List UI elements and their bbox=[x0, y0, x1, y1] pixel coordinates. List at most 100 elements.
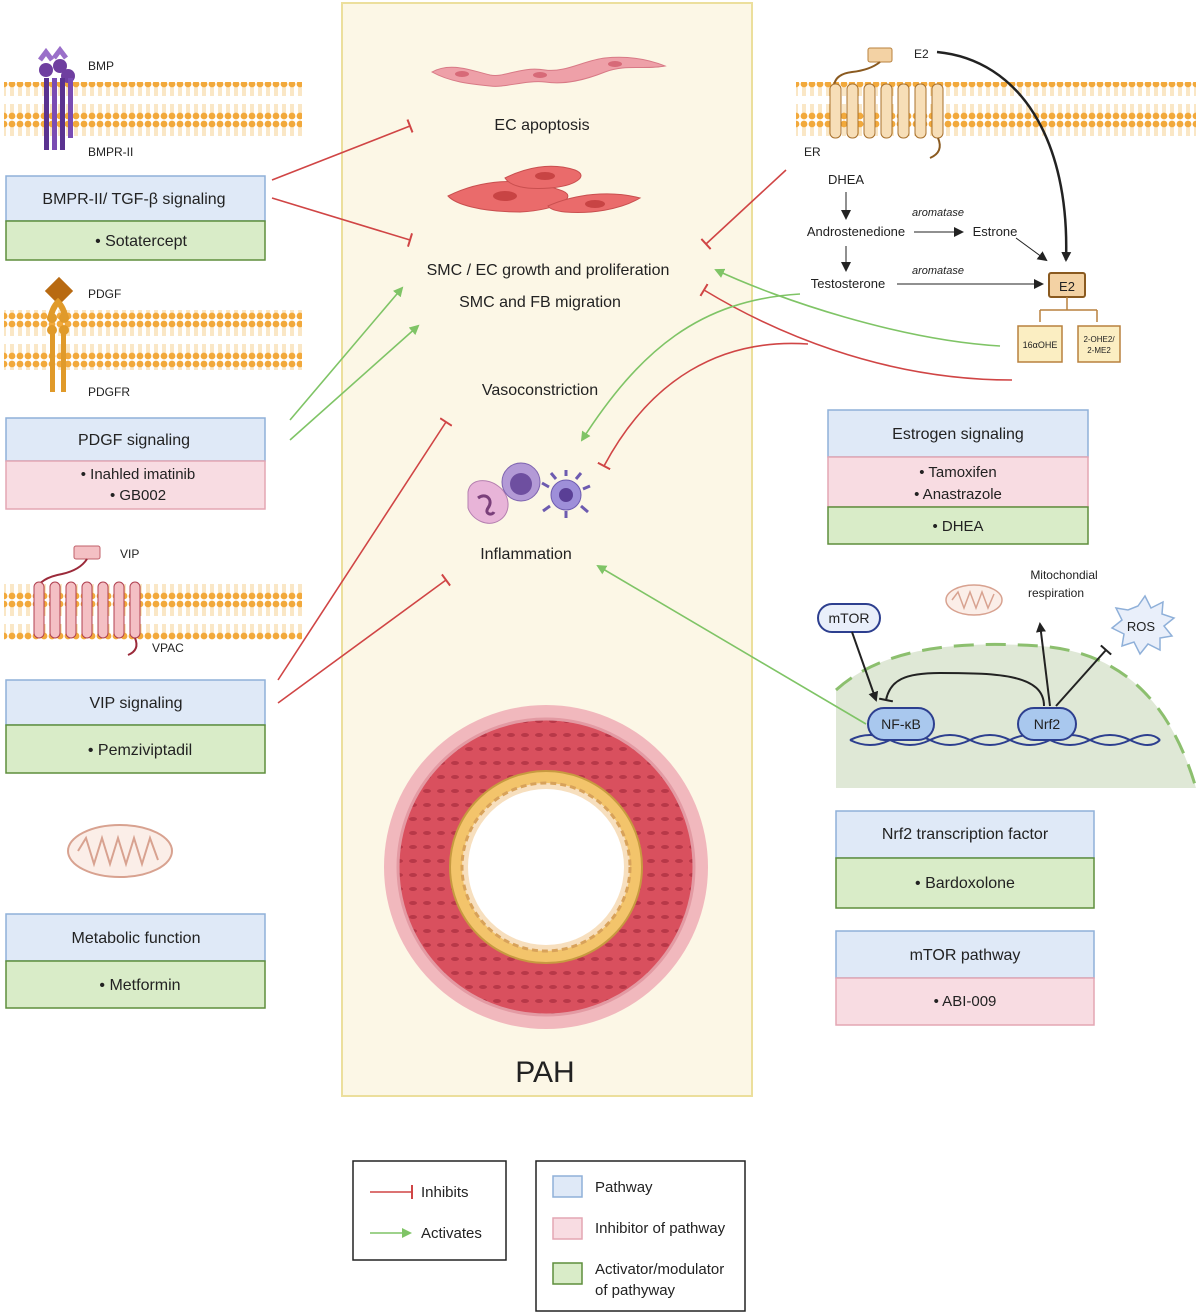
vasoconstriction-label: Vasoconstriction bbox=[482, 382, 598, 399]
legend-activates: Activates bbox=[421, 1225, 482, 1242]
pulmonary-artery-icon bbox=[384, 705, 708, 1029]
mtor-inhibitor-box bbox=[835, 977, 1095, 1026]
legend-arrows: Inhibits Activates bbox=[352, 1160, 507, 1261]
bmp-pathway-box bbox=[5, 175, 266, 222]
mtor-pathway-box bbox=[835, 930, 1095, 979]
ec-apoptosis-label: EC apoptosis bbox=[494, 117, 589, 134]
sotatercept-label: • Sotatercept bbox=[95, 233, 187, 250]
nfkb-activates-inflammation-arrow bbox=[596, 564, 867, 725]
mtor-label: mTOR bbox=[829, 610, 870, 626]
imatinib-label: • Inahled imatinib bbox=[81, 466, 196, 483]
legend-activator-2: of pathyway bbox=[595, 1282, 676, 1299]
bmp-activator-box bbox=[5, 220, 266, 261]
inflammatory-cells-icon bbox=[467, 462, 591, 524]
ros-burst-icon bbox=[1110, 594, 1176, 656]
pemziviptadil-label: • Pemziviptadil bbox=[88, 742, 192, 759]
pdgf-activates-growth-arrow bbox=[289, 286, 404, 421]
mtor-activates-nfkb-arrow bbox=[851, 631, 879, 702]
abi009-label: • ABI-009 bbox=[934, 993, 997, 1010]
dhea-drug-label: • DHEA bbox=[932, 518, 983, 535]
mitochondrion-icon bbox=[67, 824, 173, 878]
testosterone-label: Testosterone bbox=[811, 276, 885, 291]
er-inhibits-growth-arrow bbox=[700, 169, 787, 250]
membrane-vip bbox=[4, 582, 302, 640]
nfkb-label: NF-κB bbox=[881, 716, 921, 732]
16aohe-activates-growth-arrow bbox=[714, 268, 1001, 347]
bmp-inhibits-apoptosis-arrow bbox=[271, 119, 414, 181]
pdgf-label: PDGF bbox=[88, 287, 121, 301]
mitochondrial-label-1: Mitochondial bbox=[1030, 568, 1097, 582]
estrogen-inhibits-inflammation-arrow bbox=[597, 342, 809, 471]
mitochondrion-right-icon bbox=[945, 584, 1003, 616]
endothelial-cells-icon bbox=[430, 56, 667, 87]
bardoxolone-label: • Bardoxolone bbox=[915, 875, 1015, 892]
nrf2-pathway-box bbox=[835, 810, 1095, 859]
legend-pathway: Pathway bbox=[595, 1179, 653, 1196]
bmp-label: BMP bbox=[88, 59, 114, 73]
mitochondrial-label-2: respiration bbox=[1028, 586, 1084, 600]
metabolic-pathway-label: Metabolic function bbox=[72, 930, 201, 947]
vip-label: VIP bbox=[120, 547, 139, 561]
estrogen-inhibitor-box bbox=[827, 456, 1089, 508]
vpac-label: VPAC bbox=[152, 641, 184, 655]
nrf2-activator-box bbox=[835, 857, 1095, 909]
e2-top-label: E2 bbox=[914, 47, 929, 61]
e2-box-label: E2 bbox=[1059, 279, 1075, 294]
estrogen-pathway-box bbox=[827, 409, 1089, 458]
legend-inhibits: Inhibits bbox=[421, 1184, 469, 1201]
2me2-box bbox=[1077, 325, 1121, 363]
pah-title: PAH bbox=[515, 1056, 574, 1089]
16aohe-label: 16αOHE bbox=[1023, 340, 1058, 350]
estrogen-activator-box bbox=[827, 506, 1089, 545]
bmp-inhibits-growth-arrow bbox=[271, 197, 413, 247]
pdgf-inhibitor-box bbox=[5, 460, 266, 510]
nrf2-pathway-label: Nrf2 transcription factor bbox=[882, 826, 1049, 843]
ros-label: ROS bbox=[1127, 619, 1156, 634]
nrf2-inhibits-nfkb-arrow bbox=[878, 671, 1045, 707]
smooth-muscle-cells-icon bbox=[447, 165, 642, 213]
aromatase-label-2: aromatase bbox=[912, 265, 964, 277]
estrone-label: Estrone bbox=[973, 224, 1018, 239]
vip-inhibits-inflammation-arrow bbox=[277, 573, 451, 704]
metabolic-activator-box bbox=[5, 960, 266, 1009]
vip-pathway-label: VIP signaling bbox=[89, 695, 182, 712]
legend-activator-1: Activator/modulator bbox=[595, 1261, 724, 1278]
2me2-label-1: 2-OHE2/ bbox=[1083, 335, 1115, 344]
vip-activator-box bbox=[5, 724, 266, 774]
er-label: ER bbox=[804, 145, 821, 159]
gb002-label: • GB002 bbox=[110, 487, 166, 504]
16aohe-box bbox=[1017, 325, 1063, 363]
pdgf-pathway-box bbox=[5, 417, 266, 462]
2me2-label-2: 2-ME2 bbox=[1087, 346, 1111, 355]
nrf2-inhibits-ros-arrow bbox=[1055, 644, 1112, 707]
smc-growth-label: SMC / EC growth and proliferation bbox=[427, 262, 670, 279]
membrane-er bbox=[796, 82, 1196, 138]
pdgf-pathway-label: PDGF signaling bbox=[78, 432, 190, 449]
dhea-label: DHEA bbox=[828, 172, 864, 187]
metabolic-pathway-box bbox=[5, 913, 266, 962]
inflammation-label: Inflammation bbox=[480, 546, 572, 563]
tamoxifen-label: • Tamoxifen bbox=[919, 464, 997, 481]
nrf2-activates-mito-arrow bbox=[1036, 622, 1051, 707]
bmp-pathway-label: BMPR-II/ TGF-β signaling bbox=[42, 191, 225, 208]
estrogen-pathway-label: Estrogen signaling bbox=[892, 426, 1024, 443]
pdgf-activates-migration-arrow bbox=[289, 324, 420, 441]
nfkb-node bbox=[867, 707, 935, 741]
aromatase-label-1: aromatase bbox=[912, 207, 964, 219]
mtor-node bbox=[817, 603, 881, 633]
nrf2-node bbox=[1017, 707, 1077, 741]
estrogen-activates-inflammation-arrow bbox=[580, 293, 801, 442]
nrf2-label: Nrf2 bbox=[1034, 716, 1061, 732]
pdgfr-label: PDGFR bbox=[88, 385, 130, 399]
e2-to-receptor-arrow bbox=[936, 50, 1072, 262]
migration-label: SMC and FB migration bbox=[459, 294, 621, 311]
vpac-receptor-icon bbox=[33, 545, 141, 656]
metformin-label: • Metformin bbox=[99, 977, 180, 994]
androstenedione-label: Androstenedione bbox=[807, 224, 905, 239]
bmpr2-label: BMPR-II bbox=[88, 145, 133, 159]
legend-boxes: Pathway Inhibitor of pathway Activator/m… bbox=[535, 1160, 746, 1312]
legend-inhibitor: Inhibitor of pathway bbox=[595, 1220, 726, 1237]
estrogen-receptor-icon bbox=[829, 47, 944, 159]
mtor-pathway-label: mTOR pathway bbox=[910, 947, 1021, 964]
